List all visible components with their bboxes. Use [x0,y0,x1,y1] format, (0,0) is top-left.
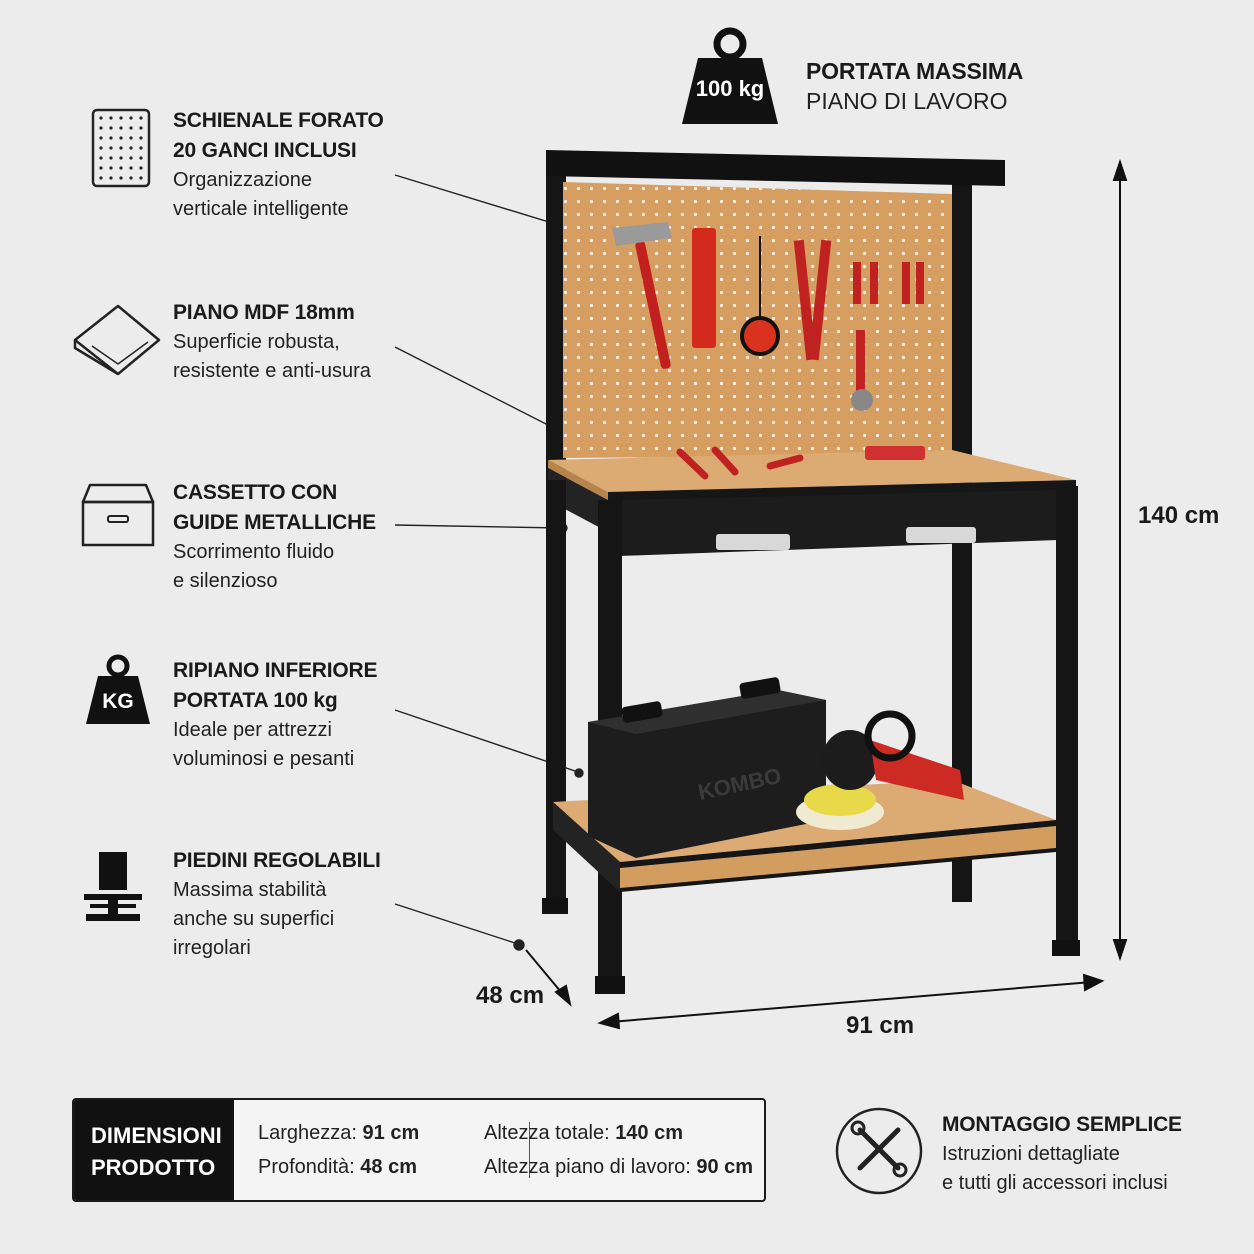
kg-weight-icon [84,654,152,726]
feature-title: PIANO MDF 18mm [173,301,355,324]
spec-label: Larghezza: [258,1122,357,1144]
specs-box: DIMENSIONI PRODOTTO Larghezza: 91 cm Pro… [72,1098,766,1202]
hanging-tools [612,222,924,411]
feature-title: RIPIANO INFERIORE [173,659,378,682]
spec-value: 48 cm [360,1156,418,1178]
feature-title: PIEDINI REGOLABILI [173,849,381,872]
feature-description: irregolari [173,937,251,959]
spec-label: Altezza piano di lavoro: [484,1156,691,1178]
feature-title: CASSETTO CON [173,481,338,504]
kg-label: KG [102,690,134,713]
assembly-title: MONTAGGIO SEMPLICE [942,1113,1182,1136]
pegboard-icon [91,108,151,193]
feature-pegboard: SCHIENALE FORATO 20 GANCI INCLUSI Organi… [173,106,433,224]
feature-description: Scorrimento fluido [173,541,335,563]
feature-description: e silenzioso [173,570,278,592]
feature-title: GUIDE METALLICHE [173,511,376,534]
feature-title: PORTATA 100 kg [173,689,338,712]
spec-value: 140 cm [615,1122,684,1144]
spec-divider [529,1122,530,1178]
specs-header: DIMENSIONI PRODOTTO [74,1100,234,1200]
screwdrivers [676,446,925,480]
feature-feet: PIEDINI REGOLABILI Massima stabilità anc… [173,846,433,963]
assembly-description: Istruzioni dettagliate [942,1143,1120,1165]
spec-value: 90 cm [696,1156,754,1178]
feature-description: Massima stabilità [173,879,327,901]
feature-description: anche su superfici [173,908,335,930]
feature-description: resistente e anti-usura [173,360,371,382]
header-subtitle: PIANO DI LAVORO [806,88,1008,114]
feature-description: voluminosi e pesanti [173,748,355,770]
spec-depth: Profondità: 48 cm [258,1156,417,1179]
feature-title: 20 GANCI INCLUSI [173,139,357,162]
depth-dimension: 48 cm [476,982,545,1009]
assembly-block: MONTAGGIO SEMPLICE Istruzioni dettagliat… [942,1110,1182,1198]
specs-header-line: PRODOTTO [91,1155,216,1180]
feature-description: verticale intelligente [173,198,349,220]
spec-height: Altezza totale: 140 cm [484,1122,683,1145]
adjustable-foot-icon [82,850,144,929]
feature-description: Organizzazione [173,169,312,191]
board-icon [72,302,162,381]
feature-description: Ideale per attrezzi [173,719,332,741]
assembly-description: e tutti gli accessori inclusi [942,1172,1168,1194]
spec-label: Profondità: [258,1156,355,1178]
dimension-arrows [525,158,1128,1030]
header-title: PORTATA MASSIMA [806,58,1024,84]
height-dimension: 140 cm [1138,502,1220,529]
feature-shelf: RIPIANO INFERIORE PORTATA 100 kg Ideale … [173,656,433,774]
drawer-icon [80,482,156,553]
weight-badge-text: 100 kg [695,76,765,101]
tools-icon [834,1106,924,1201]
feature-mdf: PIANO MDF 18mm Superficie robusta, resis… [173,298,433,386]
feature-description: Superficie robusta, [173,331,340,353]
weight-icon [678,24,782,128]
feature-title: SCHIENALE FORATO [173,109,384,132]
feature-drawer: CASSETTO CON GUIDE METALLICHE Scorriment… [173,478,433,596]
spec-work-height: Altezza piano di lavoro: 90 cm [484,1156,753,1179]
width-dimension: 91 cm [846,1012,915,1039]
spec-value: 91 cm [362,1122,420,1144]
specs-header-line: DIMENSIONI [91,1123,222,1148]
spec-label: Altezza totale: [484,1122,610,1144]
spec-width: Larghezza: 91 cm [258,1122,419,1145]
